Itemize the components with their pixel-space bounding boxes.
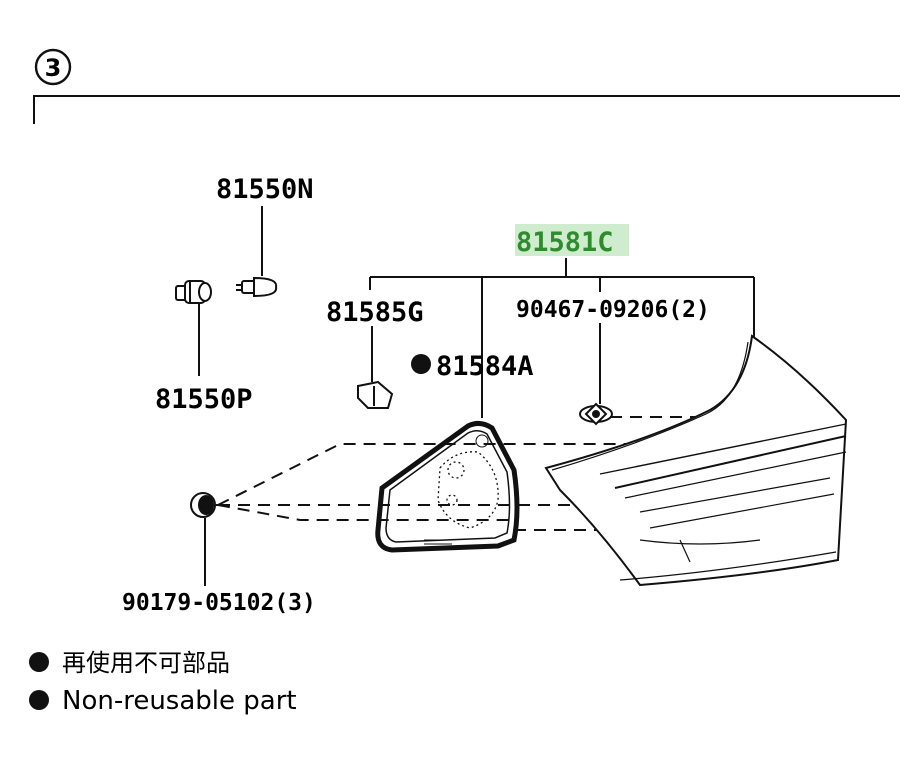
legend-text-jp: 再使用不可部品	[62, 649, 230, 677]
section-header: 3	[33, 48, 900, 124]
callout-90467: 90467-09206(2)	[516, 297, 710, 404]
lamp-gasket	[375, 420, 520, 553]
section-number-circle	[34, 48, 72, 86]
legend: 再使用不可部品 Non-reusable part	[29, 649, 297, 716]
non-reusable-marker-icon	[411, 354, 431, 374]
callout-81550P: 81550P	[155, 304, 253, 415]
part-label-81585G[interactable]: 81585G	[326, 297, 424, 328]
highlight-81581C	[515, 224, 629, 256]
part-label-90467[interactable]: 90467-09206(2)	[516, 297, 710, 323]
bulb-icon	[236, 276, 278, 298]
legend-bullet-icon	[29, 690, 49, 710]
clip-icon	[357, 380, 394, 409]
part-label-81581C[interactable]: 81581C	[516, 227, 614, 258]
callout-81584A: 81584A	[411, 351, 534, 382]
callout-81581C: 81581C	[369, 224, 755, 418]
part-label-90179[interactable]: 90179-05102(3)	[122, 590, 316, 616]
part-label-81550N[interactable]: 81550N	[216, 174, 314, 205]
section-number: 3	[45, 54, 62, 82]
lamp-inner-shape	[437, 451, 499, 529]
legend-bullet-icon	[29, 652, 49, 672]
grommet-icon	[190, 492, 228, 518]
legend-text-en: Non-reusable part	[62, 686, 297, 716]
part-label-81550P[interactable]: 81550P	[155, 384, 253, 415]
callout-90179: 90179-05102(3)	[122, 518, 316, 616]
callout-81550N: 81550N	[216, 174, 314, 276]
body-panel	[544, 334, 848, 587]
callout-81585G: 81585G	[326, 297, 424, 382]
part-label-81584A[interactable]: 81584A	[436, 351, 534, 382]
fastener-clip-icon	[579, 402, 613, 426]
socket-icon	[175, 280, 212, 304]
